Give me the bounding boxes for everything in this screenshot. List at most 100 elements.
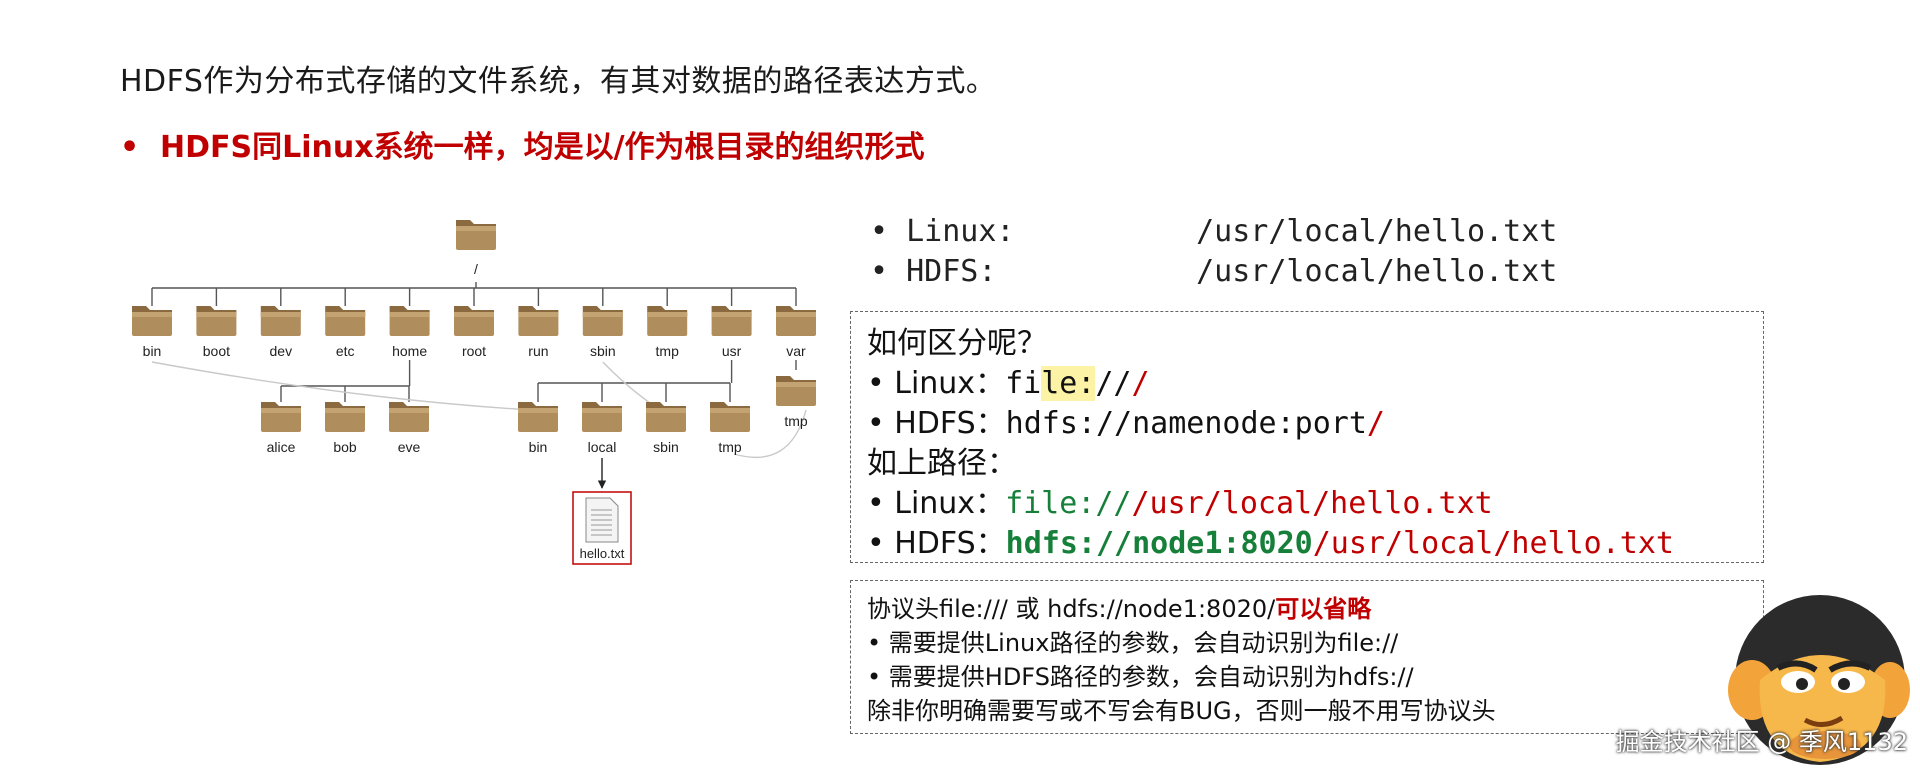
folder-run: run	[518, 306, 559, 359]
folder-label: local	[588, 439, 617, 455]
linux-path: /usr/local/hello.txt	[1131, 486, 1493, 521]
folder-home-alice: alice	[261, 402, 301, 455]
folder-icon	[261, 402, 301, 432]
folder-bin: bin	[132, 306, 172, 359]
bullet: •	[870, 214, 889, 249]
folder-boot: boot	[196, 306, 237, 359]
folder-icon	[711, 306, 752, 336]
page-title: HDFS作为分布式存储的文件系统，有其对数据的路径表达方式。	[120, 64, 997, 99]
folder-icon	[518, 402, 558, 432]
folder-label: sbin	[653, 439, 679, 455]
folder-home-eve: eve	[389, 402, 429, 455]
folder-sbin: sbin	[582, 306, 623, 359]
line1-text: 协议头file:/// 或 hdfs://node1:8020/	[867, 595, 1276, 623]
link-curve-bin	[151, 361, 533, 411]
folder-var-tmp: tmp	[776, 376, 816, 429]
folder-icon	[646, 402, 686, 432]
folder-usr-sbin: sbin	[646, 402, 686, 455]
file-label: hello.txt	[580, 546, 625, 561]
folder-icon	[647, 306, 688, 336]
folder-icon	[518, 306, 559, 336]
path-value: /usr/local/hello.txt	[1196, 214, 1558, 249]
path-row-linux: • Linux: /usr/local/hello.txt	[870, 212, 1557, 252]
linux-proto: file://	[1005, 486, 1132, 521]
line-label: • HDFS：	[867, 526, 1006, 561]
folder-icon	[389, 306, 430, 336]
folder-etc: etc	[325, 306, 366, 359]
linux-proto-highlight: le:	[1041, 366, 1096, 401]
folder-label: boot	[203, 343, 230, 359]
linux-protocol-line: • Linux：file:///	[867, 358, 1150, 402]
folder-icon	[582, 306, 623, 336]
folder-icon	[456, 220, 496, 250]
folder-label: alice	[267, 439, 296, 455]
folder-label: eve	[398, 439, 421, 455]
path-row-hdfs: • HDFS: /usr/local/hello.txt	[870, 252, 1557, 292]
box2-line2: • 需要提供Linux路径的参数，会自动识别为file://	[867, 629, 1399, 657]
line-label: • Linux：	[867, 486, 1006, 521]
root-label: /	[474, 261, 478, 277]
folder-label: bin	[143, 343, 162, 359]
folder-icon	[325, 306, 366, 336]
linux-proto-b: //	[1095, 366, 1132, 401]
box-heading2: 如上路径：	[867, 446, 1017, 481]
bullet: •	[120, 130, 140, 165]
folder-label: var	[786, 343, 806, 359]
monkey-mascot-icon	[1728, 595, 1910, 765]
folder-label: tmp	[718, 439, 742, 455]
folder-root	[456, 220, 496, 250]
folder-var: var	[776, 306, 816, 359]
folder-usr-local: local	[582, 402, 622, 455]
root-slash: /	[1131, 366, 1150, 401]
line1-red: 可以省略	[1275, 595, 1372, 623]
box2-line1: 协议头file:/// 或 hdfs://node1:8020/可以省略	[867, 589, 1371, 624]
box2-line3: • 需要提供HDFS路径的参数，会自动识别为hdfs://	[867, 663, 1414, 691]
path-label: HDFS:	[906, 254, 997, 289]
folder-icon	[582, 402, 622, 432]
folder-label: etc	[336, 343, 355, 359]
folder-icon	[260, 306, 301, 336]
folder-tmp: tmp	[647, 306, 688, 359]
folder-label: tmp	[784, 413, 808, 429]
folder-icon	[710, 402, 750, 432]
line-label: • HDFS：	[867, 406, 1006, 441]
folder-home: home	[389, 306, 430, 359]
folder-label: home	[392, 343, 427, 359]
folder-home-bob: bob	[325, 402, 365, 455]
bullet: •	[870, 254, 889, 289]
path-label: Linux:	[906, 214, 1015, 249]
folder-usr-bin: bin	[518, 402, 558, 455]
box2-line4: 除非你明确需要写或不写会有BUG，否则一般不用写协议头	[867, 697, 1496, 725]
folder-label: run	[528, 343, 548, 359]
box-question: 如何区分呢？	[867, 326, 1047, 361]
folder-icon	[454, 306, 494, 336]
folder-label: bin	[529, 439, 548, 455]
folder-icon	[325, 402, 365, 432]
folder-icon	[776, 306, 816, 336]
link-curve-tmp	[733, 409, 807, 459]
hdfs-proto: hdfs://namenode:port	[1005, 406, 1367, 441]
folder-label: tmp	[656, 343, 680, 359]
folder-label: dev	[270, 343, 293, 359]
hdfs-path: /usr/local/hello.txt	[1312, 526, 1674, 561]
hdfs-protocol-line: • HDFS：hdfs://namenode:port/	[867, 398, 1385, 442]
root-slash: /	[1366, 406, 1385, 441]
distinguish-box: 如何区分呢？ • Linux：file:/// • HDFS：hdfs://na…	[850, 311, 1764, 563]
file-hello-txt: hello.txt	[572, 491, 632, 565]
folder-icon	[196, 306, 237, 336]
path-value: /usr/local/hello.txt	[1196, 254, 1558, 289]
omit-protocol-box: 协议头file:/// 或 hdfs://node1:8020/可以省略 • 需…	[850, 580, 1764, 734]
folder-label: sbin	[590, 343, 616, 359]
line-label: • Linux：	[867, 366, 1006, 401]
directory-tree: / bin boot dev etc home root run sbin tmp usr var al…	[132, 220, 816, 565]
hdfs-proto: hdfs://node1:8020	[1005, 526, 1313, 561]
folder-root: root	[454, 306, 494, 359]
path-list: • Linux: /usr/local/hello.txt • HDFS: /usr…	[870, 212, 1557, 292]
folder-icon	[389, 402, 429, 432]
subheading-text: HDFS同Linux系统一样，均是以/作为根目录的组织形式	[160, 130, 925, 165]
folder-dev: dev	[260, 306, 301, 359]
watermark: 掘金技术社区 @ 季风1132	[1615, 728, 1908, 756]
hdfs-full-path-line: • HDFS：hdfs://node1:8020/usr/local/hello…	[867, 518, 1674, 562]
folder-label: usr	[722, 343, 742, 359]
linux-proto-a: fi	[1005, 366, 1042, 401]
